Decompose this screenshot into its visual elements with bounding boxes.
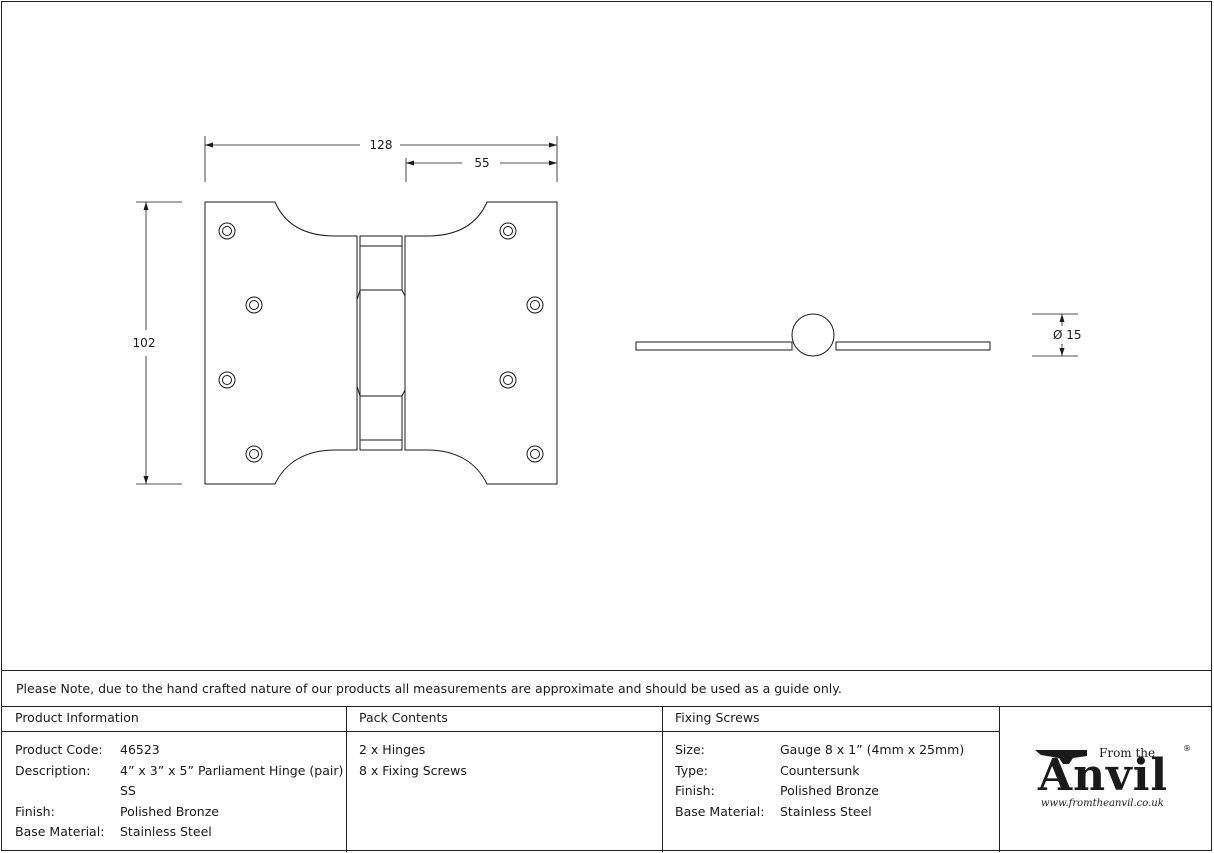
screw-label: Type: xyxy=(675,762,708,778)
anvil-icon xyxy=(1035,750,1087,764)
screw-value: Gauge 8 x 1” (4mm x 25mm) xyxy=(780,742,965,757)
screw-row: Type: Countersunk xyxy=(675,761,999,782)
knuckle-lower xyxy=(359,395,403,441)
logo-name: Anvil xyxy=(1038,750,1169,801)
side-view-leaf-left xyxy=(635,341,793,351)
info-row: SS xyxy=(15,781,346,802)
pack-item: 8 x Fixing Screws xyxy=(359,762,467,778)
info-row: Description: 4” x 3” x 5” Parliament Hing… xyxy=(15,761,346,782)
knuckle-top xyxy=(359,235,403,247)
info-value: Stainless Steel xyxy=(120,824,212,839)
disclaimer-note: Please Note, due to the hand crafted nat… xyxy=(2,670,1212,707)
fixing-screws-header: Fixing Screws xyxy=(662,706,999,732)
pack-contents-panel: Pack Contents 2 x Hinges 8 x Fixing Scre… xyxy=(346,706,663,852)
info-label xyxy=(15,781,120,802)
logo-url: www.fromtheanvil.co.uk xyxy=(1041,798,1164,809)
info-label: Finish: xyxy=(15,803,55,819)
info-row: Product Code: 46523 xyxy=(15,740,346,761)
side-view-knuckle xyxy=(791,313,835,357)
product-information-panel: Product Information Product Code: 46523 D… xyxy=(2,706,347,852)
pack-contents-header: Pack Contents xyxy=(346,706,662,732)
screw-value: Polished Bronze xyxy=(780,783,879,798)
logo-registered: ® xyxy=(1183,744,1191,753)
info-label: Product Code: xyxy=(15,742,103,757)
dim-overall-width: 128 xyxy=(370,138,393,152)
knuckle-mid xyxy=(359,289,406,397)
technical-drawing: 128 55 102 Ø 15 xyxy=(133,136,1082,485)
screw-row: Size: Gauge 8 x 1” (4mm x 25mm) xyxy=(675,740,999,761)
screw-label: Finish: xyxy=(675,783,715,798)
screw-value: Countersunk xyxy=(780,762,860,778)
info-label: Base Material: xyxy=(15,824,105,839)
knuckle-bottom xyxy=(359,439,403,451)
screw-value: Stainless Steel xyxy=(780,803,872,819)
screw-label: Size: xyxy=(675,742,705,757)
product-information-header: Product Information xyxy=(2,706,346,732)
dim-height: 102 xyxy=(133,336,156,350)
dim-leaf-width: 55 xyxy=(474,156,489,170)
info-value: 4” x 3” x 5” Parliament Hinge (pair) xyxy=(120,762,344,778)
side-view-leaf-right xyxy=(835,341,991,351)
pack-item: 2 x Hinges xyxy=(359,742,426,757)
logo-from-text: From the xyxy=(1099,746,1156,760)
hinge-front-outline-right xyxy=(404,201,558,485)
screw-row: Finish: Polished Bronze xyxy=(675,781,999,802)
info-value: 46523 xyxy=(120,742,160,757)
screw-holes-right xyxy=(499,222,544,463)
screw-row: Base Material: Stainless Steel xyxy=(675,802,999,823)
from-the-anvil-logo: From the Anvil ® www.fromtheanvil.co.uk xyxy=(1033,742,1193,822)
info-row: Base Material: Stainless Steel xyxy=(15,822,346,843)
info-label: Description: xyxy=(15,762,91,778)
info-value: Polished Bronze xyxy=(120,803,219,819)
fixing-screws-panel: Fixing Screws Size: Gauge 8 x 1” (4mm x 2… xyxy=(662,706,1000,852)
info-value: SS xyxy=(120,783,136,798)
screw-label: Base Material: xyxy=(675,803,765,819)
knuckle-upper xyxy=(359,245,403,291)
screw-holes-left xyxy=(218,222,263,463)
info-row: Finish: Polished Bronze xyxy=(15,802,346,823)
dim-knuckle-diameter: Ø 15 xyxy=(1053,328,1082,342)
hinge-front-outline xyxy=(204,201,358,485)
